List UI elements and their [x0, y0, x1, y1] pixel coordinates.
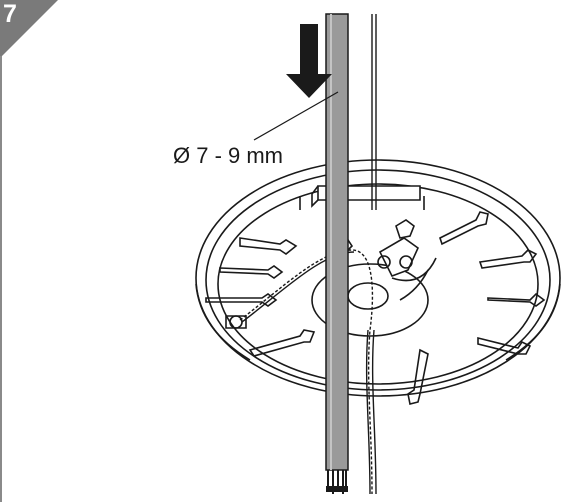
step-badge — [0, 0, 58, 58]
cable-clamp — [377, 219, 437, 301]
downward-arrow-icon — [286, 24, 332, 98]
step-side-rule — [0, 56, 2, 502]
cable-diameter-label: Ø 7 - 9 mm — [173, 143, 284, 168]
cable — [325, 13, 349, 494]
radial-slots — [205, 211, 546, 405]
dimension-leader-line — [253, 91, 339, 141]
mounting-base-plate — [195, 159, 561, 405]
step-number: 7 — [3, 0, 17, 28]
